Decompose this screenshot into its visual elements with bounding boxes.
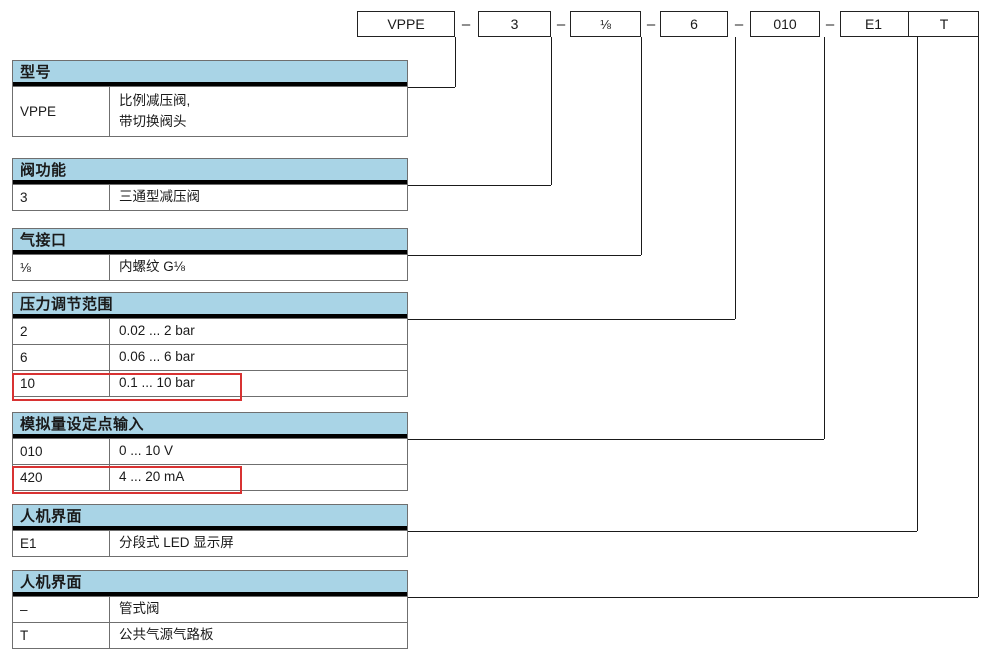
connector-vertical-pressure-range	[735, 37, 736, 319]
connector-vertical-interface-mount	[978, 37, 979, 597]
code-value-pneumatic-connection: ⅛	[600, 16, 611, 32]
table-row[interactable]: 10 0.1 ... 10 bar	[13, 370, 407, 396]
code-box-pneumatic-connection[interactable]: ⅛	[570, 11, 641, 37]
row-description-pressure-range-0: 0.02 ... 2 bar	[119, 323, 195, 339]
row-code-analog-setpoint-1: 420	[13, 465, 110, 490]
row-code-model-0: VPPE	[13, 87, 110, 136]
connector-horizontal-model	[408, 87, 455, 88]
row-description-analog-setpoint-1: 4 ... 20 mA	[119, 469, 185, 485]
connector-vertical-model	[455, 37, 456, 87]
table-row[interactable]: 2 0.02 ... 2 bar	[13, 318, 407, 344]
spec-table-title-pneumatic-connection: 气接口	[13, 229, 407, 254]
row-description-pneumatic-connection-0: 内螺纹 G⅛	[119, 259, 186, 275]
code-separator-dash-2: –	[556, 16, 566, 33]
row-description-interface-mount-1: 公共气源气路板	[119, 627, 214, 643]
row-code-interface-display-0: E1	[13, 531, 110, 556]
row-description-valve-function-0: 三通型减压阀	[119, 189, 200, 205]
row-description-pressure-range-2: 0.1 ... 10 bar	[119, 375, 195, 391]
code-value-pressure-range: 6	[690, 16, 698, 32]
code-value-analog-setpoint: 010	[773, 16, 797, 32]
connector-vertical-pneumatic-connection	[641, 37, 642, 255]
table-row[interactable]: 3 三通型减压阀	[13, 184, 407, 210]
order-code-row: VPPE 3 ⅛ 6 010 E1 T – – – – –	[0, 0, 1005, 46]
spec-table-title-model: 型号	[13, 61, 407, 86]
connector-vertical-analog-setpoint	[824, 37, 825, 439]
row-description-pressure-range-1: 0.06 ... 6 bar	[119, 349, 195, 365]
code-separator-dash-1: –	[461, 16, 471, 33]
code-separator-dash-4: –	[734, 16, 744, 33]
row-description-interface-display-0: 分段式 LED 显示屏	[119, 535, 234, 551]
row-description-interface-mount-0: 管式阀	[119, 601, 160, 617]
connector-horizontal-analog-setpoint	[408, 439, 824, 440]
spec-table-title-analog-setpoint: 模拟量设定点输入	[13, 413, 407, 438]
table-row[interactable]: E1 分段式 LED 显示屏	[13, 530, 407, 556]
row-code-pressure-range-2: 10	[13, 371, 110, 396]
table-row[interactable]: ⅛ 内螺纹 G⅛	[13, 254, 407, 280]
row-code-analog-setpoint-0: 010	[13, 439, 110, 464]
row-code-interface-mount-1: T	[13, 623, 110, 648]
code-value-valve-function: 3	[510, 16, 519, 32]
spec-table-title-pressure-range: 压力调节范围	[13, 293, 407, 318]
code-box-valve-function[interactable]: 3	[478, 11, 551, 37]
table-row[interactable]: 010 0 ... 10 V	[13, 438, 407, 464]
row-description-analog-setpoint-0: 0 ... 10 V	[119, 443, 174, 459]
code-box-pressure-range[interactable]: 6	[660, 11, 728, 37]
row-code-valve-function-0: 3	[13, 185, 110, 210]
table-row[interactable]: T 公共气源气路板	[13, 622, 407, 648]
connector-horizontal-interface-display	[408, 531, 917, 532]
code-box-analog-setpoint[interactable]: 010	[750, 11, 820, 37]
connector-vertical-interface-display	[917, 37, 918, 531]
code-separator-dash-5: –	[825, 16, 835, 33]
row-code-pneumatic-connection-0: ⅛	[13, 255, 110, 280]
spec-table-title-interface-display: 人机界面	[13, 505, 407, 530]
connector-horizontal-interface-mount	[408, 597, 978, 598]
row-code-pressure-range-1: 6	[13, 345, 110, 370]
row-code-pressure-range-0: 2	[13, 319, 110, 344]
spec-table-title-valve-function: 阀功能	[13, 159, 407, 184]
code-value-type: VPPE	[387, 16, 425, 32]
code-box-type[interactable]: VPPE	[357, 11, 455, 37]
code-box-interface[interactable]: E1 T	[840, 11, 979, 37]
code-separator-dash-3: –	[646, 16, 656, 33]
connector-vertical-valve-function	[551, 37, 552, 185]
table-row[interactable]: 420 4 ... 20 mA	[13, 464, 407, 490]
code-value-mounting: T	[907, 12, 980, 36]
table-row[interactable]: –管式阀	[13, 596, 407, 622]
connector-horizontal-valve-function	[408, 185, 551, 186]
connector-horizontal-pressure-range	[408, 319, 735, 320]
row-code-interface-mount-0: –	[13, 597, 110, 622]
connector-horizontal-pneumatic-connection	[408, 255, 641, 256]
table-row[interactable]: 6 0.06 ... 6 bar	[13, 344, 407, 370]
code-value-interface: E1	[864, 16, 883, 32]
spec-table-title-interface-mount: 人机界面	[13, 571, 407, 596]
row-description-model-0: 比例减压阀,带切换阀头	[119, 93, 191, 129]
